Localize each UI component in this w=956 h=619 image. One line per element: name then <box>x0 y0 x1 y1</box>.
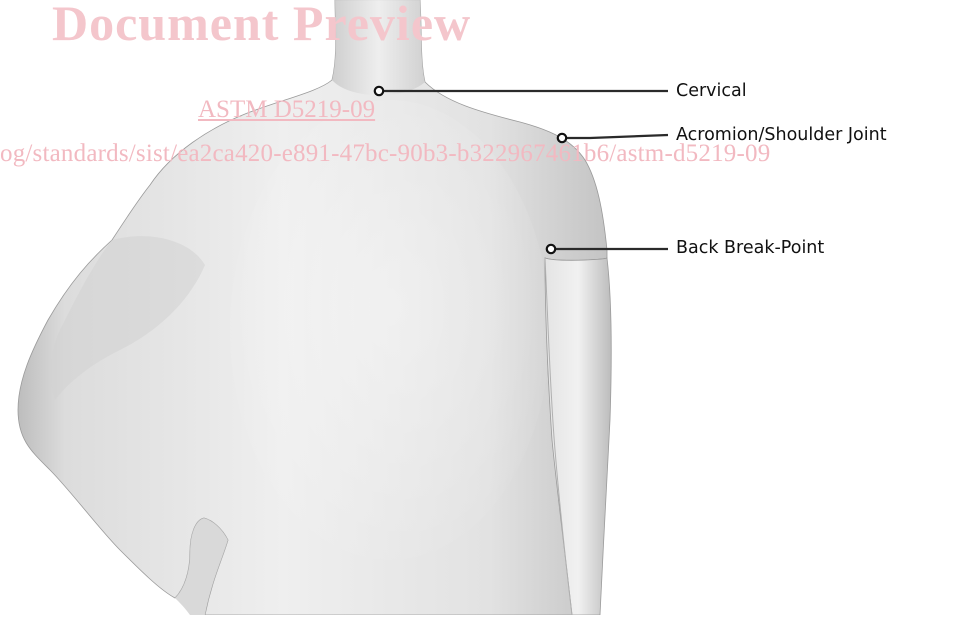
back-highlight <box>230 100 550 560</box>
back-break-point-label: Back Break-Point <box>676 238 824 258</box>
watermark-standard-link[interactable]: ASTM D5219-09 <box>198 96 375 124</box>
cervical-label: Cervical <box>676 81 747 101</box>
watermark-title: Document Preview <box>52 0 471 52</box>
cervical-marker <box>375 87 383 95</box>
watermark-url: og/standards/sist/ea2ca420-e891-47bc-90b… <box>0 140 770 168</box>
acromion-label: Acromion/Shoulder Joint <box>676 125 887 145</box>
back-break-point-marker <box>547 245 555 253</box>
acromion-leader-line <box>562 135 668 138</box>
